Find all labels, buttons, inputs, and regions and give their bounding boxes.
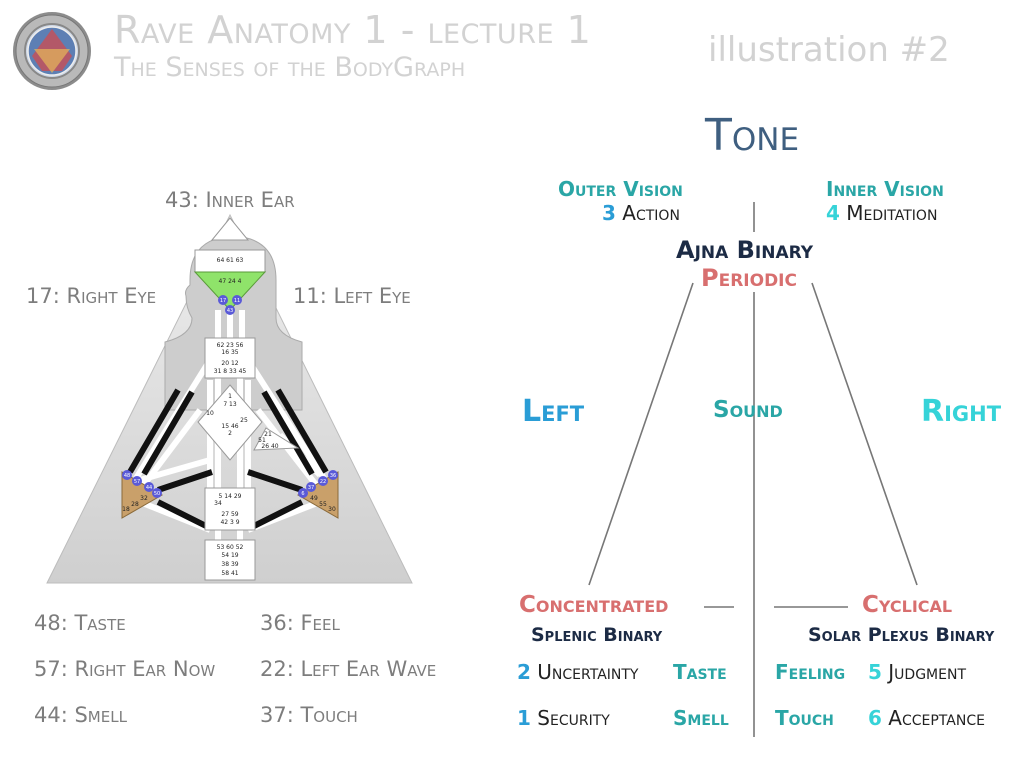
gate-label: 58 41 [221,570,238,577]
inner-vision-row: 4 Meditation [826,201,937,225]
gate-label: 49 [310,495,318,502]
gate-label: 50 [154,491,160,497]
inner-vision-number: 4 [826,201,840,225]
throat-center [204,337,256,379]
gate-label: 34 [214,500,222,507]
right-eye-label: 17: Right Eye [26,284,157,308]
gate-label: 31 8 33 45 [214,368,247,375]
left-eye-label: 11: Left Eye [293,284,411,308]
tone-number: 6 [868,706,882,730]
concentrated-label: Concentrated [519,592,669,618]
gate-label: 47 24 4 [219,278,242,285]
sacral-center [204,487,256,531]
inner-vision-label: Inner Vision [826,177,944,201]
head-center [210,217,250,241]
sense-label: 48: Taste [34,611,126,635]
gate-label: 57 [134,479,140,485]
sense-taste: Taste [673,660,727,684]
tone-row-right: 5 Judgment [868,660,966,684]
root-center [204,539,256,581]
gate-label: 21 [264,431,272,438]
sense-label: 37: Touch [260,703,358,727]
gate-label: 10 [206,410,214,417]
gate-label: 32 [140,495,148,502]
g-center [197,384,263,461]
gate-label: 62 23 56 [217,342,244,349]
gate-label: 51 [258,437,266,444]
gate-label: 42 3 9 [220,519,239,526]
gate-label: 17 [220,298,226,304]
sense-smell: Smell [673,706,729,730]
gate-label: 43 [227,308,233,314]
gate-label: 1 [228,393,232,400]
inner-vision-word: Meditation [846,201,938,225]
periodic-label: Periodic [701,264,797,292]
tone-word: Security [537,706,610,730]
ajna-binary-label: Ajna Binary [676,236,814,264]
gate-label: 30 [328,506,336,513]
gate-label: 26 40 [261,443,278,450]
gate-label: 20 12 [221,360,238,367]
tone-number: 2 [517,660,531,684]
sense-label: 57: Right Ear Now [34,657,216,681]
cyclical-label: Cyclical [862,592,953,618]
sense-touch: Touch [775,706,834,730]
splenic-binary-label: Splenic Binary [531,624,663,646]
outer-vision-label: Outer Vision [558,177,683,201]
illustration-label: illustration #2 [708,30,950,70]
gate-label: 55 [319,501,327,508]
gate-label: 38 39 [221,561,238,568]
bodygraph-diagram: 64 61 63 47 24 4 62 23 56 16 35 20 12 31… [40,210,420,590]
outer-vision-word: Action [622,201,680,225]
page-title: Rave Anatomy 1 - lecture 1 [114,8,592,52]
rave-logo-icon [12,11,92,91]
solar-plexus-center [296,471,339,519]
gate-label: 25 [240,417,248,424]
outer-vision-row: 3 Action [602,201,680,225]
sense-label: 22: Left Ear Wave [260,657,437,681]
tone-title: Tone [705,110,800,161]
spleen-center [121,471,164,519]
sound-label: Sound [713,397,783,423]
gate-label: 54 19 [221,552,238,559]
gate-label: 37 [308,485,314,491]
gate-label: 15 46 [221,423,238,430]
tone-number: 5 [868,660,882,684]
gate-label: 36 [330,473,336,479]
gate-label: 11 [234,298,240,304]
gate-label: 48 [124,473,130,479]
inner-ear-label: 43: Inner Ear [165,188,295,212]
tone-word: Uncertainty [537,660,639,684]
gate-label: 28 [131,501,139,508]
gate-label: 7 13 [223,401,237,408]
gate-label: 18 [122,506,130,513]
gate-label: 5 14 29 [219,493,242,500]
tone-number: 1 [517,706,531,730]
left-label: Left [522,394,585,429]
tone-word: Acceptance [888,706,985,730]
gate-label: 6 [301,491,304,497]
ajna-center [193,271,267,311]
gate-label: 2 [228,430,232,437]
tone-row-left: 1 Security [517,706,610,730]
tone-word: Judgment [888,660,967,684]
tone-row-right: 6 Acceptance [868,706,985,730]
gate-label: 64 61 63 [217,257,244,264]
gate-label: 44 [146,485,152,491]
sense-label: 44: Smell [34,703,127,727]
gate-label: 53 60 52 [217,544,244,551]
gate-label: 22 [320,479,326,485]
sense-label: 36: Feel [260,611,340,635]
right-label: Right [921,394,1002,429]
gate-label: 16 35 [221,349,238,356]
tone-row-left: 2 Uncertainty [517,660,638,684]
outer-vision-number: 3 [602,201,616,225]
sense-feeling: Feeling [775,660,846,684]
page-subtitle: The Senses of the BodyGraph [114,52,466,83]
gate-label: 27 59 [221,511,238,518]
heart-center [253,427,300,451]
solar-plexus-binary-label: Solar Plexus Binary [808,624,995,646]
